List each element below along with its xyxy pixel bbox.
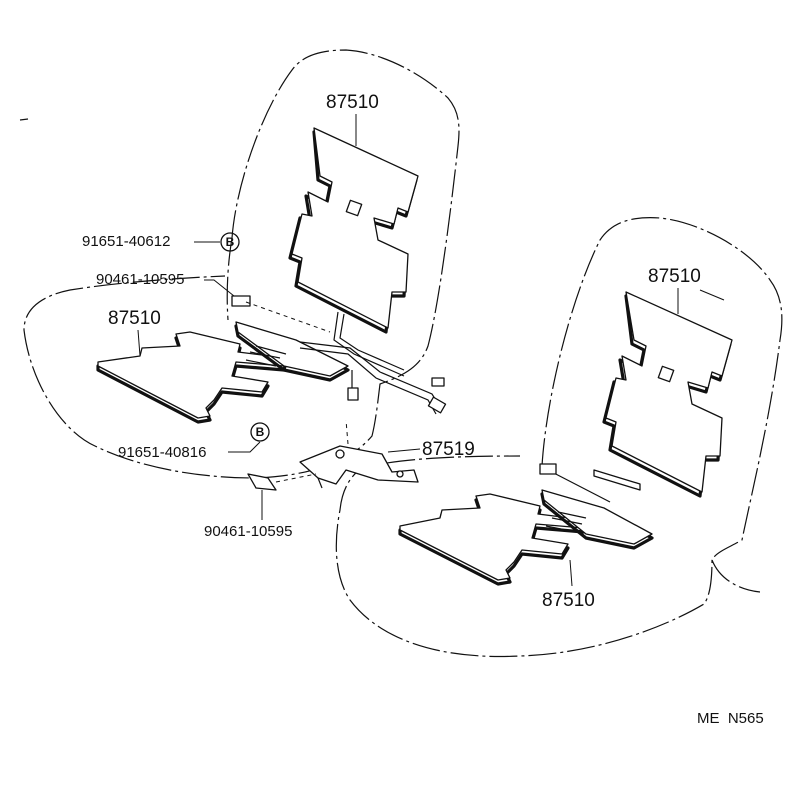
left-cushion-heater [96,321,447,424]
marker-lower: B [256,425,265,439]
label-nut-upper: 91651-40612 [82,233,170,250]
label-heater-cushion-left: 87510 [108,308,161,329]
label-heater-back-left: 87510 [326,92,379,113]
right-cushion-heater [398,463,654,586]
clip-lower-part [247,473,277,491]
marker-circle-lower [250,422,270,442]
label-nut-lower: 91651-40816 [118,444,206,461]
label-heater-cushion-right: 87510 [542,590,595,611]
right-back-heater [593,291,733,498]
clip-upper-part [231,295,251,307]
label-heater-back-right: 87510 [648,266,701,287]
marker-circle-upper [220,232,240,252]
left-seat-outline [23,49,460,479]
right-seat-outline [335,217,783,658]
diagram-code: ME N565 [697,710,764,727]
assembly-line-bracket [345,419,349,445]
leader-bracket [387,448,421,453]
bracket-87519 [299,445,419,489]
stray-mark [19,118,29,121]
label-clip-lower: 90461-10595 [204,523,292,540]
leader-heater-cushion-left [137,329,141,357]
assembly-line-upper [245,301,331,333]
label-bracket: 87519 [422,439,475,460]
assembly-line-lower [275,473,317,483]
label-clip-upper: 90461-10595 [96,271,184,288]
leader-clip-upper [204,279,235,297]
leader-heater-back-right-tick [699,289,725,301]
leader-nut-lower [228,441,261,453]
leader-heater-cushion-right [569,559,573,587]
left-back-heater [288,127,419,377]
marker-upper: B [226,235,235,249]
